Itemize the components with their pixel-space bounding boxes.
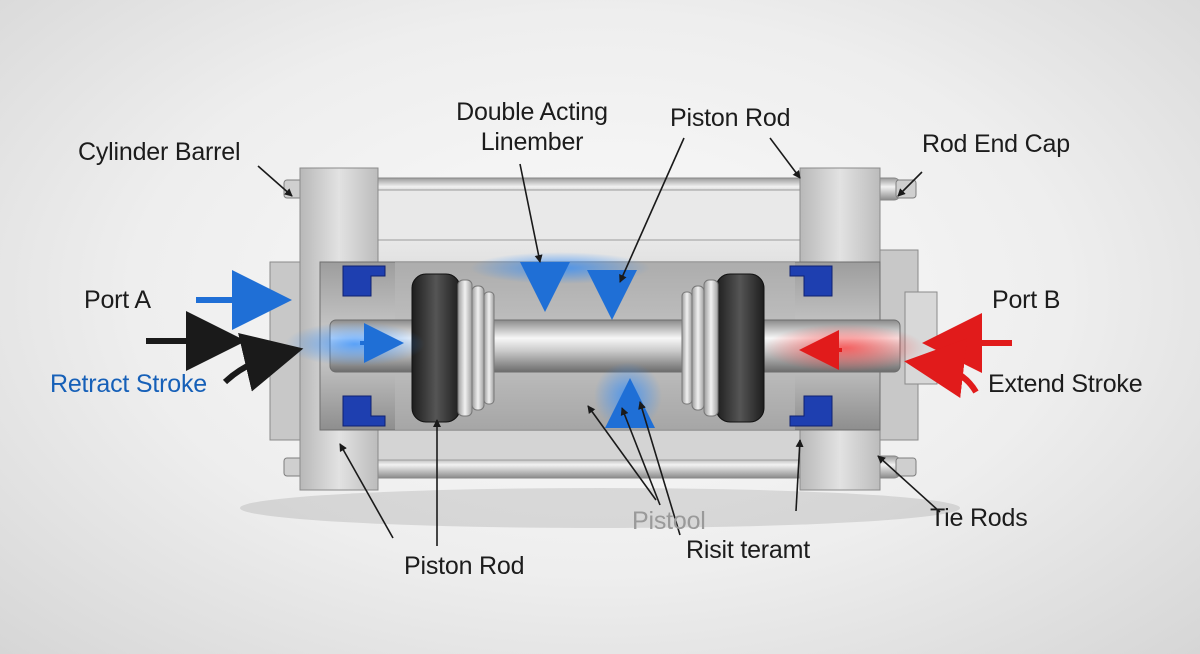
label-extend-stroke: Extend Stroke bbox=[988, 370, 1143, 398]
piston-right bbox=[681, 273, 765, 423]
label-rod-end-cap: Rod End Cap bbox=[922, 130, 1070, 158]
piston-left bbox=[411, 273, 495, 423]
label-pistool: Pistool bbox=[632, 507, 706, 535]
label-port-b: Port B bbox=[992, 286, 1061, 314]
leader-lines bbox=[257, 137, 941, 546]
label-risit-teramt: Risit teramt bbox=[686, 536, 811, 564]
label-double-acting-line2: Linember bbox=[480, 128, 584, 156]
label-piston-rod-top: Piston Rod bbox=[670, 104, 791, 132]
label-retract-stroke: Retract Stroke bbox=[50, 370, 207, 398]
seals bbox=[342, 265, 833, 427]
label-piston-rod-bottom: Piston Rod bbox=[404, 552, 525, 580]
label-double-acting: Double Acting Linember bbox=[432, 98, 632, 156]
label-double-acting-line1: Double Acting bbox=[456, 98, 608, 126]
label-tie-rods: Tie Rods bbox=[930, 504, 1028, 532]
extend-curve-arrow bbox=[904, 338, 979, 399]
label-cylinder-barrel: Cylinder Barrel bbox=[78, 138, 241, 166]
retract-curve-arrow bbox=[222, 333, 304, 392]
label-port-a: Port A bbox=[84, 286, 151, 314]
